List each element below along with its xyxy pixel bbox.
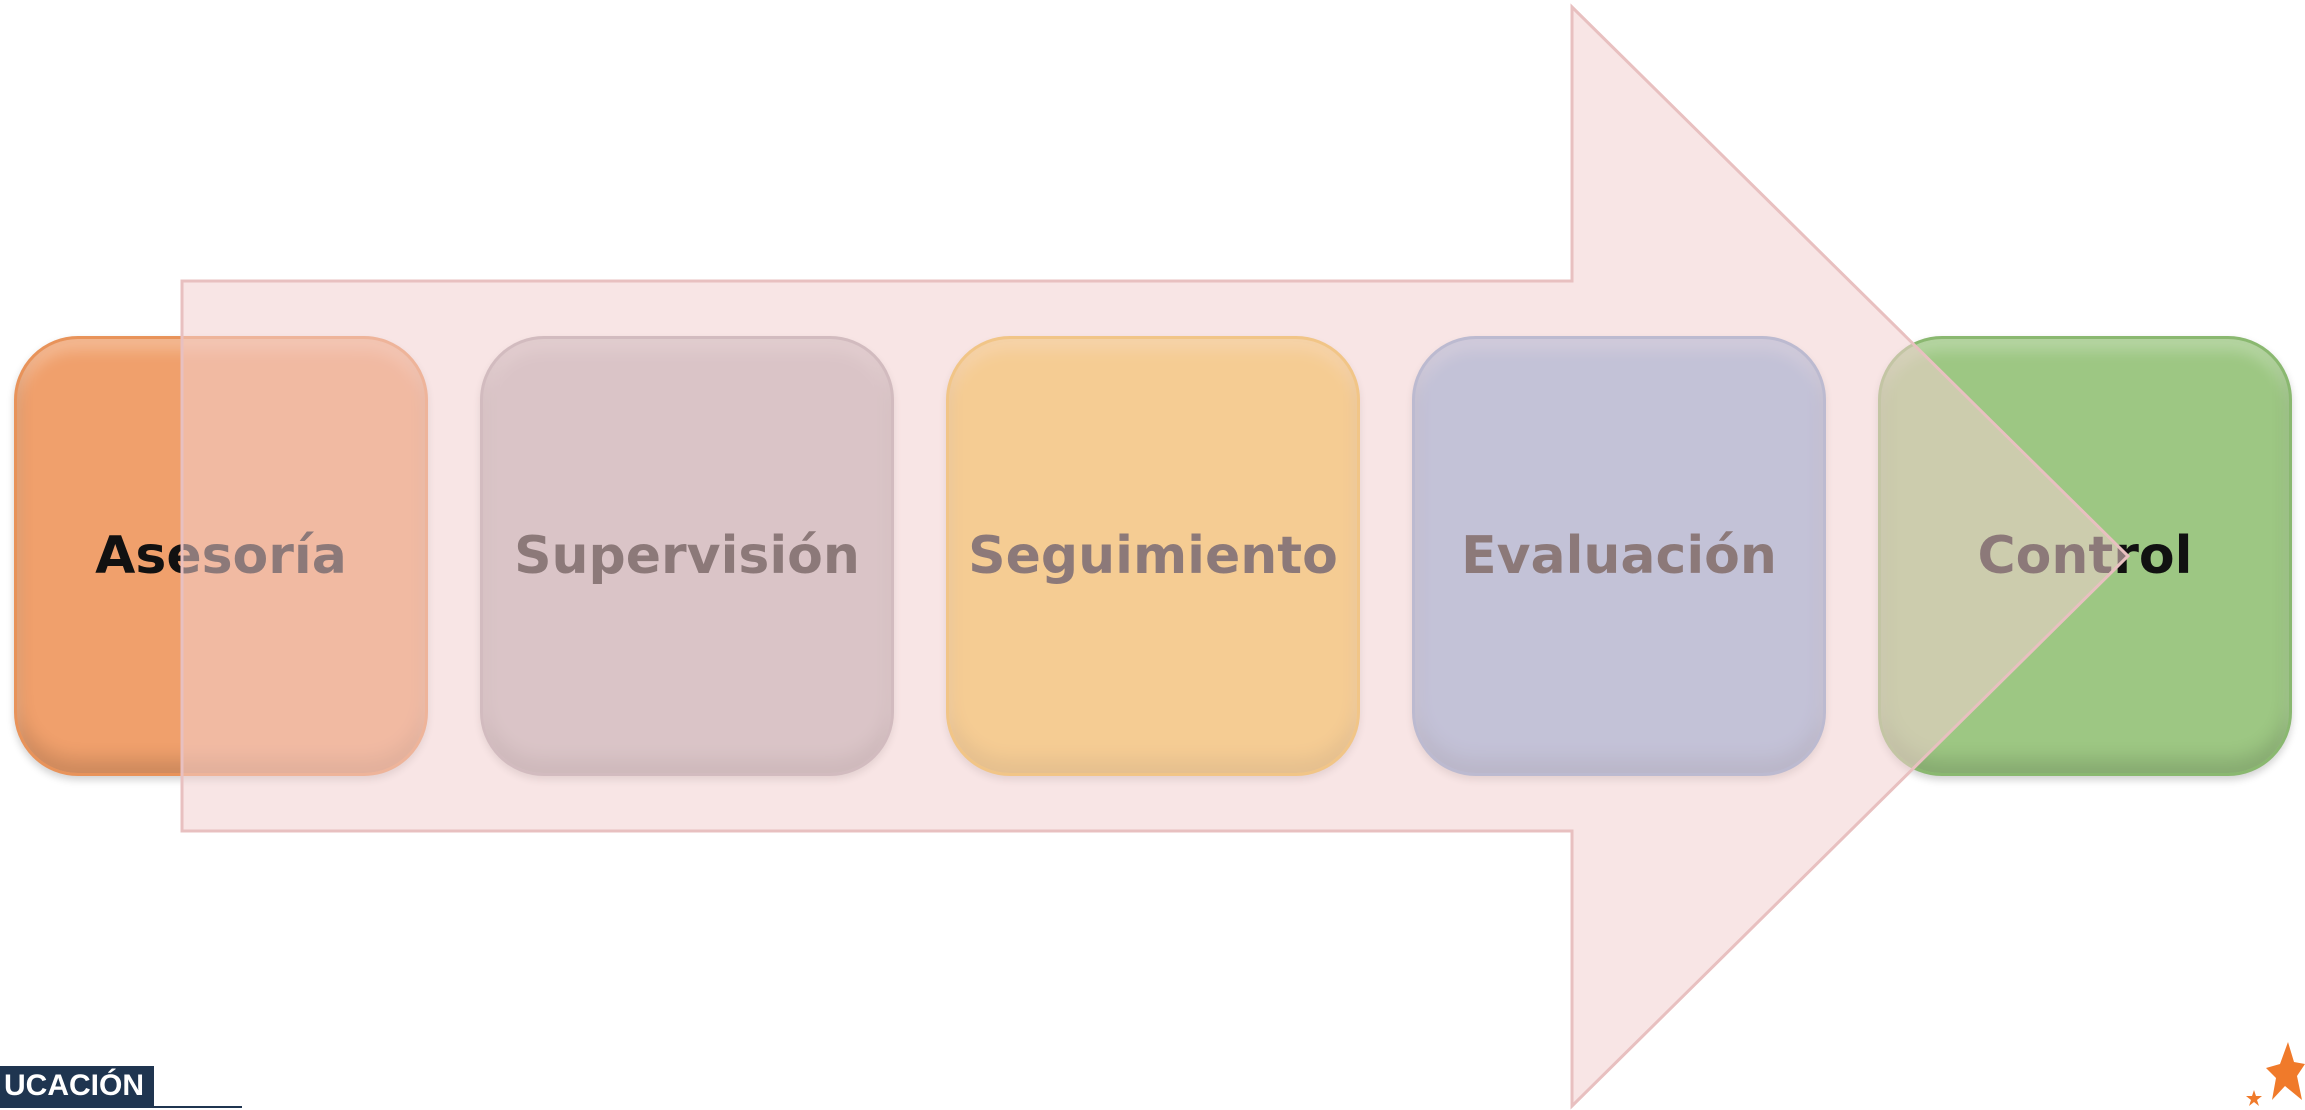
step-evaluacion: Evaluación [1412,336,1826,776]
step-label: Evaluación [1461,526,1777,586]
step-label: Supervisión [514,526,860,586]
footer-badge: UCACIÓN [0,1066,154,1106]
step-asesoria: Asesoría [14,336,428,776]
step-label: Asesoría [95,526,347,586]
star-logo-icon [2246,1042,2305,1106]
step-label: Control [1977,526,2193,586]
step-supervision: Supervisión [480,336,894,776]
step-label: Seguimiento [968,526,1338,586]
step-seguimiento: Seguimiento [946,336,1360,776]
step-control: Control [1878,336,2292,776]
footer-underline [0,1106,242,1108]
